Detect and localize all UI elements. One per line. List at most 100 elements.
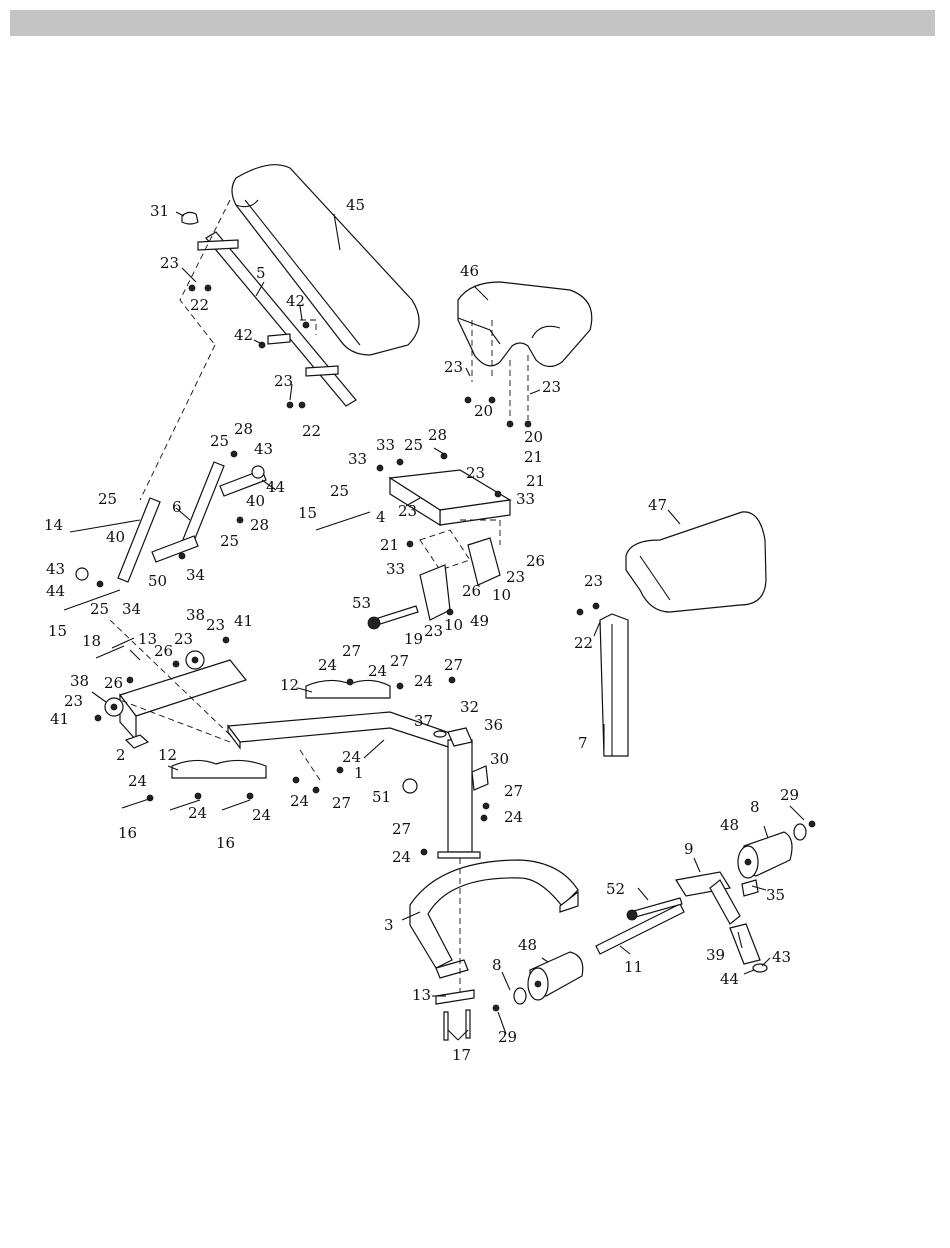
label-18: 18: [82, 632, 101, 650]
label-23: 23: [398, 502, 417, 520]
label-23: 23: [444, 358, 463, 376]
label-24: 24: [368, 662, 387, 680]
label-33: 33: [376, 436, 395, 454]
leg-tube-39: [729, 923, 761, 965]
dumbbell-rack-12-bottom: [171, 759, 267, 779]
foam-roller-48-bottom: [527, 951, 584, 1001]
label-26: 26: [526, 552, 545, 570]
label-20: 20: [474, 402, 493, 420]
label-51: 51: [372, 788, 391, 806]
label-25: 25: [210, 432, 229, 450]
arm-post-7: [599, 613, 629, 757]
label-24: 24: [290, 792, 309, 810]
label-7: 7: [578, 734, 588, 752]
label-9: 9: [684, 840, 694, 858]
label-47: 47: [648, 496, 667, 514]
label-34: 34: [122, 600, 141, 618]
label-13: 13: [138, 630, 157, 648]
long-bolts: [95, 637, 251, 811]
arm-pad-47: [625, 511, 767, 613]
label-48: 48: [518, 936, 537, 954]
label-21: 21: [526, 472, 545, 490]
label-53: 53: [352, 594, 371, 612]
back-pad-45: [231, 164, 420, 356]
label-46: 46: [460, 262, 479, 280]
label-3: 3: [384, 916, 394, 934]
label-43: 43: [254, 440, 273, 458]
part-30: [471, 765, 489, 791]
label-19: 19: [404, 630, 423, 648]
label-5: 5: [256, 264, 266, 282]
label-4: 4: [376, 508, 386, 526]
label-29: 29: [780, 786, 799, 804]
label-52: 52: [606, 880, 625, 898]
plate-13: [435, 989, 475, 1005]
label-27: 27: [444, 656, 463, 674]
label-42: 42: [286, 292, 305, 310]
label-26: 26: [462, 582, 481, 600]
label-27: 27: [392, 820, 411, 838]
label-25: 25: [330, 482, 349, 500]
label-24: 24: [128, 772, 147, 790]
label-39: 39: [706, 946, 725, 964]
label-26: 26: [154, 642, 173, 660]
label-16: 16: [216, 834, 235, 852]
label-23: 23: [206, 616, 225, 634]
adjust-plates-10: [419, 537, 501, 621]
label-23: 23: [160, 254, 179, 272]
label-48: 48: [720, 816, 739, 834]
label-23: 23: [584, 572, 603, 590]
label-37: 37: [414, 712, 433, 730]
label-43: 43: [46, 560, 65, 578]
label-40: 40: [106, 528, 125, 546]
label-32: 32: [460, 698, 479, 716]
label-34: 34: [186, 566, 205, 584]
label-23: 23: [466, 464, 485, 482]
label-33: 33: [386, 560, 405, 578]
leg-bracket-9: [675, 871, 741, 925]
label-22: 22: [302, 422, 321, 440]
label-27: 27: [390, 652, 409, 670]
label-12: 12: [280, 676, 299, 694]
label-2: 2: [116, 746, 126, 764]
label-31: 31: [150, 202, 169, 220]
label-44: 44: [720, 970, 739, 988]
label-23: 23: [506, 568, 525, 586]
header-bar: [10, 10, 935, 36]
label-27: 27: [332, 794, 351, 812]
seat-bracket-4: [388, 469, 512, 527]
label-25: 25: [404, 436, 423, 454]
label-43: 43: [772, 948, 791, 966]
label-21: 21: [524, 448, 543, 466]
label-21: 21: [380, 536, 399, 554]
rear-base-3: [409, 859, 579, 979]
label-24: 24: [414, 672, 433, 690]
knob-52: [626, 897, 683, 921]
label-20: 20: [524, 428, 543, 446]
parts-36-37: [433, 727, 473, 747]
label-14: 14: [44, 516, 63, 534]
label-11: 11: [624, 958, 643, 976]
label-15: 15: [298, 504, 317, 522]
label-45: 45: [346, 196, 365, 214]
label-35: 35: [766, 886, 785, 904]
label-24: 24: [252, 806, 271, 824]
label-22: 22: [574, 634, 593, 652]
label-24: 24: [188, 804, 207, 822]
label-22: 22: [190, 296, 209, 314]
label-23: 23: [174, 630, 193, 648]
label-27: 27: [342, 642, 361, 660]
label-15: 15: [48, 622, 67, 640]
label-10: 10: [444, 616, 463, 634]
foam-roller-48-top: [737, 831, 793, 879]
label-24: 24: [318, 656, 337, 674]
callout-labels: 31 45 23 5 22 42 42 23 22 46 23 20 23 20…: [44, 196, 799, 1064]
label-13: 13: [412, 986, 431, 1004]
label-44: 44: [46, 582, 65, 600]
label-30: 30: [490, 750, 509, 768]
seat-pad-46: [457, 281, 593, 368]
label-23: 23: [274, 372, 293, 390]
label-16: 16: [118, 824, 137, 842]
back-frame-5: [197, 231, 357, 407]
